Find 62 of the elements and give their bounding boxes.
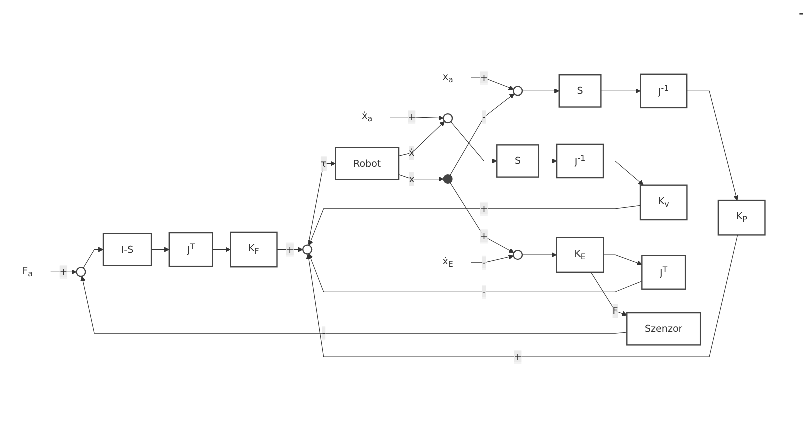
edge-label: + [60,266,68,278]
arrow [308,254,642,292]
arrow [603,254,642,266]
edge-label: - [482,111,486,123]
node-text: ẋ$_{a}$ [362,110,373,124]
edge-label: ẋ [409,147,415,158]
arrow [308,161,336,246]
node-box: K$_{P}$ [718,200,766,236]
edge-label: F [612,305,618,317]
arrow [450,182,514,254]
node-circle [76,267,86,278]
node-box: K$_{F}$ [230,232,278,268]
edge-label: x [409,173,415,185]
arrow [686,90,739,201]
node-dot [443,174,453,184]
node-box: K$_{v}$ [640,184,688,221]
edge-label: + [514,351,522,362]
arrow [398,121,446,156]
node-text: ẋ$_{E}$ [442,256,454,270]
node-box: I-S [102,233,152,266]
arrow [450,122,498,164]
node-circle [302,244,313,255]
edge-label: - [322,328,326,339]
node-box: J$^{T}$ [642,255,686,290]
arrow [398,174,444,182]
arrow [522,88,560,94]
arrow [308,205,641,246]
sign-label: - [798,6,804,22]
arrow [450,94,515,176]
edge-label: τ [320,158,327,170]
edge-label: + [480,230,488,242]
node-box: Robot [335,147,400,180]
node-box: Szenzor [626,312,702,346]
arrow [590,272,628,316]
node-box: S [496,144,540,178]
edge-label: + [480,203,488,214]
node-circle [512,250,524,260]
arrow [212,247,231,252]
arrow [470,78,514,90]
edge-label: + [408,111,416,123]
arrow [470,254,514,264]
edge-label: - [482,256,486,268]
node-box: J$^{-1}$ [640,74,688,109]
node-circle [443,113,454,124]
node-box: J$^{-1}$ [556,144,604,179]
arrow [306,234,738,358]
node-text: x$_{a}$ [442,70,454,85]
edge-label: + [286,244,294,256]
arrow [522,252,558,258]
node-circle [512,86,524,96]
arrow [538,158,558,164]
arrow [603,160,644,186]
arrow [83,247,104,269]
edge-label: + [480,72,488,84]
node-text: F$_{a}$ [22,264,33,279]
arrow [151,247,170,252]
node-box: S [558,74,602,108]
node-box: K$_{E}$ [556,237,604,274]
edge-label: - [482,286,486,298]
node-box: J$^{T}$ [168,232,214,268]
arrow [80,276,628,334]
arrow [600,88,641,94]
